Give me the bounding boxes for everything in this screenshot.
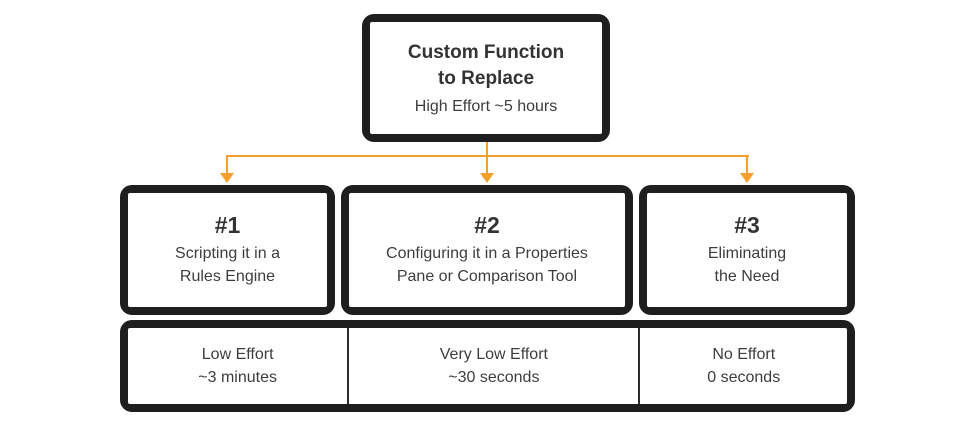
effort-bar: Low Effort ~3 minutes Very Low Effort ~3… [120,320,855,412]
arrow-down-icon-1 [220,173,234,183]
effort-cell-2: Very Low Effort ~30 seconds [347,328,638,404]
option-2-number: #2 [474,212,500,239]
root-node: Custom Function to Replace High Effort ~… [362,14,610,142]
connector-horizontal-line [227,155,749,157]
option-3-label: Eliminating the Need [707,245,787,285]
option-node-2: #2 Configuring it in a Properties Pane o… [341,185,633,315]
option-node-1-body: #1 Scripting it in a Rules Engine [128,193,327,307]
connector-branch-2 [486,155,488,174]
connector-branch-3 [746,155,748,174]
option-node-3-body: #3 Eliminating the Need [647,193,847,307]
effort-cell-3: No Effort 0 seconds [638,328,847,404]
root-node-subtitle: High Effort ~5 hours [414,97,558,115]
option-2-label: Configuring it in a Properties Pane or C… [386,245,588,285]
option-node-3: #3 Eliminating the Need [639,185,855,315]
root-node-title: Custom Function to Replace [407,42,565,89]
option-1-number: #1 [214,212,241,239]
arrow-down-icon-3 [740,173,754,183]
connector-root-stem [486,142,488,157]
effort-bar-body: Low Effort ~3 minutes Very Low Effort ~3… [128,328,847,404]
root-node-body: Custom Function to Replace High Effort ~… [370,22,602,134]
option-node-1: #1 Scripting it in a Rules Engine [120,185,335,315]
connector-branch-1 [226,155,228,174]
option-1-label: Scripting it in a Rules Engine [175,245,280,285]
option-node-2-body: #2 Configuring it in a Properties Pane o… [349,193,625,307]
option-3-number: #3 [734,212,760,239]
effort-cell-1: Low Effort ~3 minutes [198,345,277,386]
arrow-down-icon-2 [480,173,494,183]
